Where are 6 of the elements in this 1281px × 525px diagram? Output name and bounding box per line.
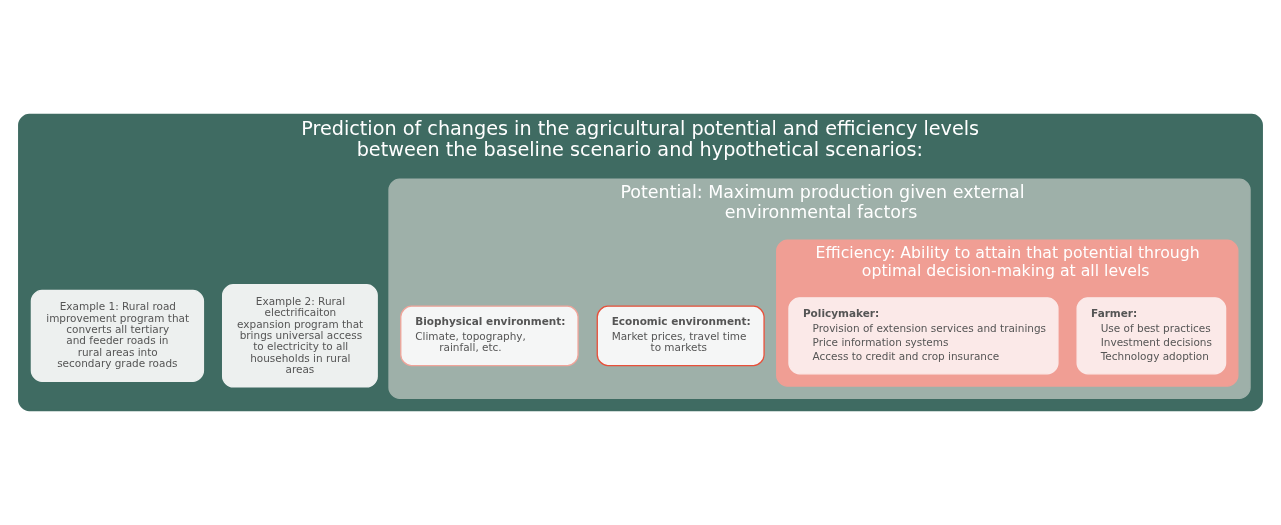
node-box: Economic environment: Market prices, travel time to markets — [596, 305, 765, 367]
node-box: Policymaker: Provision of extension services and trainings Price information systems Access to credit and crop insurance — [788, 297, 1059, 375]
node-box: Example 1: Rural road improvement program that converts all tertiary and feeder roads in rural areas into secondary grade roads — [30, 289, 205, 382]
node-box: Biophysical environment: Climate, topography, rainfall, etc. — [400, 305, 579, 367]
node-box: Example 2: Rural electrificaiton expansion program that brings universal access to electricity to all households in rural areas — [222, 284, 378, 388]
node-box: Farmer: Use of best practices Investment decisions Technology adoption — [1076, 297, 1227, 375]
